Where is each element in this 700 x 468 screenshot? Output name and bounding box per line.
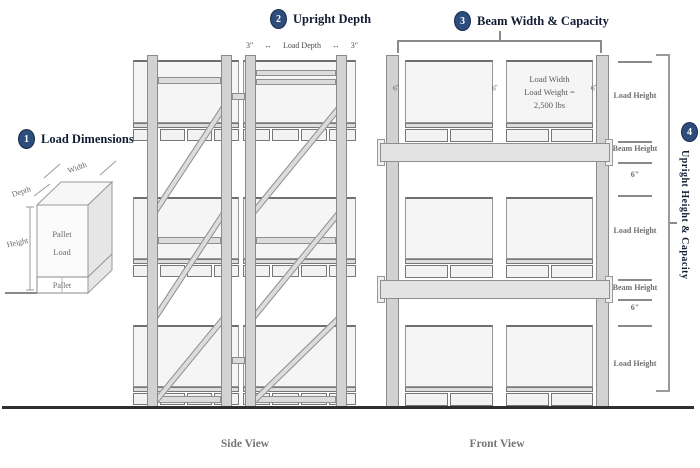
ruler-tick: [618, 61, 652, 63]
load-height-label: Load Height: [613, 91, 657, 100]
step-2-badge: 2: [270, 9, 287, 29]
section-beam-width-title: 3 Beam Width & Capacity: [454, 11, 609, 31]
ruler-tick: [618, 162, 652, 164]
ruler-tick: [618, 299, 652, 301]
step-3-badge: 3: [454, 11, 471, 31]
upright-post: [147, 55, 158, 408]
pallet: [506, 387, 593, 406]
rack-beam: [380, 280, 610, 299]
ruler-tick: [618, 279, 652, 281]
upright-post: [386, 55, 399, 408]
upright-post: [596, 55, 609, 408]
upright-height-capacity-label: Upright Height & Capacity: [679, 150, 690, 280]
overhang-right-dim: 3": [350, 41, 358, 50]
pallet-load-box: [506, 60, 593, 123]
load-dimensions-illustration: Width Depth Height Pallet Load Pallet: [5, 160, 117, 295]
section-upright-depth-title: 2 Upright Depth: [270, 9, 371, 29]
ruler-tick: [618, 195, 652, 197]
clearance-6in: 6": [391, 83, 401, 93]
clearance-6in: 6": [490, 83, 500, 93]
width-leader-right: [99, 160, 117, 176]
upright-height-bracket: [656, 54, 670, 392]
overhang-left-dim: 3": [246, 41, 254, 50]
pallet-side-face: [87, 252, 113, 295]
pallet: [506, 259, 593, 278]
horizontal-brace: [256, 70, 336, 76]
load-width-line: Load Width: [529, 73, 570, 84]
floor-line: [2, 406, 694, 409]
row-spacer: [232, 357, 245, 364]
step-1-badge: 1: [18, 129, 35, 149]
clearance-label: 6": [630, 170, 640, 179]
ruler-tick: [618, 325, 652, 327]
height-label: Height: [6, 236, 30, 249]
pallet-text: Pallet: [53, 281, 72, 290]
left-arrow-icon: ↔: [264, 41, 273, 50]
load-height-label: Load Height: [613, 226, 657, 235]
load-dimensions-label: Load Dimensions: [41, 131, 134, 146]
beam-width-bracket: [397, 40, 602, 53]
load-height-label: Load Height: [613, 359, 657, 368]
horizontal-brace: [158, 396, 221, 403]
horizontal-brace: [256, 237, 336, 244]
depth-label: Depth: [11, 184, 32, 199]
rack-beam: [380, 143, 610, 162]
width-leader-left: [43, 163, 61, 179]
horizontal-brace: [256, 79, 336, 85]
horizontal-brace: [158, 237, 221, 244]
right-arrow-icon: ↔: [331, 41, 340, 50]
upright-height-bracket-tick: [670, 222, 677, 224]
load-weight-line: Load Weight =: [524, 86, 575, 97]
ruler-tick: [618, 141, 652, 143]
upright-post: [221, 55, 232, 408]
section-load-dimensions-title: 1 Load Dimensions: [18, 129, 134, 149]
pallet-load-box: [405, 197, 493, 259]
pallet-load-box: [506, 325, 593, 387]
pallet: [405, 259, 493, 278]
load-info-text: Load Width Load Weight = 2,500 lbs: [506, 62, 593, 122]
beam-width-bracket-tick: [499, 31, 501, 40]
upright-depth-dimension: 3" ↔ Load Depth ↔ 3": [246, 41, 358, 50]
upright-post: [336, 55, 347, 408]
load-box-front-face: [36, 204, 89, 278]
upright-post: [245, 55, 256, 408]
horizontal-brace: [158, 77, 221, 84]
pallet: [506, 123, 593, 142]
side-view-caption: Side View: [220, 438, 270, 450]
row-spacer: [232, 93, 245, 100]
load-weight-value: 2,500 lbs: [533, 99, 566, 110]
pallet-load-box: [405, 325, 493, 387]
upright-depth-label: Upright Depth: [293, 11, 372, 26]
horizontal-brace: [256, 396, 336, 403]
pallet: [405, 387, 493, 406]
pallet: [405, 123, 493, 142]
beam-height-label: Beam Height: [612, 283, 658, 292]
clearance-label: 6": [630, 303, 640, 312]
step-4-badge: 4: [681, 122, 698, 142]
depth-leader: [33, 183, 51, 197]
pallet-load-text-line1: Pallet: [52, 229, 72, 239]
width-label: Width: [66, 160, 88, 175]
beam-height-label: Beam Height: [612, 144, 658, 153]
pallet-load-text-line2: Load: [53, 247, 71, 257]
front-view-caption: Front View: [469, 438, 525, 450]
pallet-load-box: [405, 60, 493, 123]
load-depth-dim: Load Depth: [282, 41, 321, 50]
beam-width-label: Beam Width & Capacity: [477, 13, 609, 28]
pallet-load-box: [506, 197, 593, 259]
